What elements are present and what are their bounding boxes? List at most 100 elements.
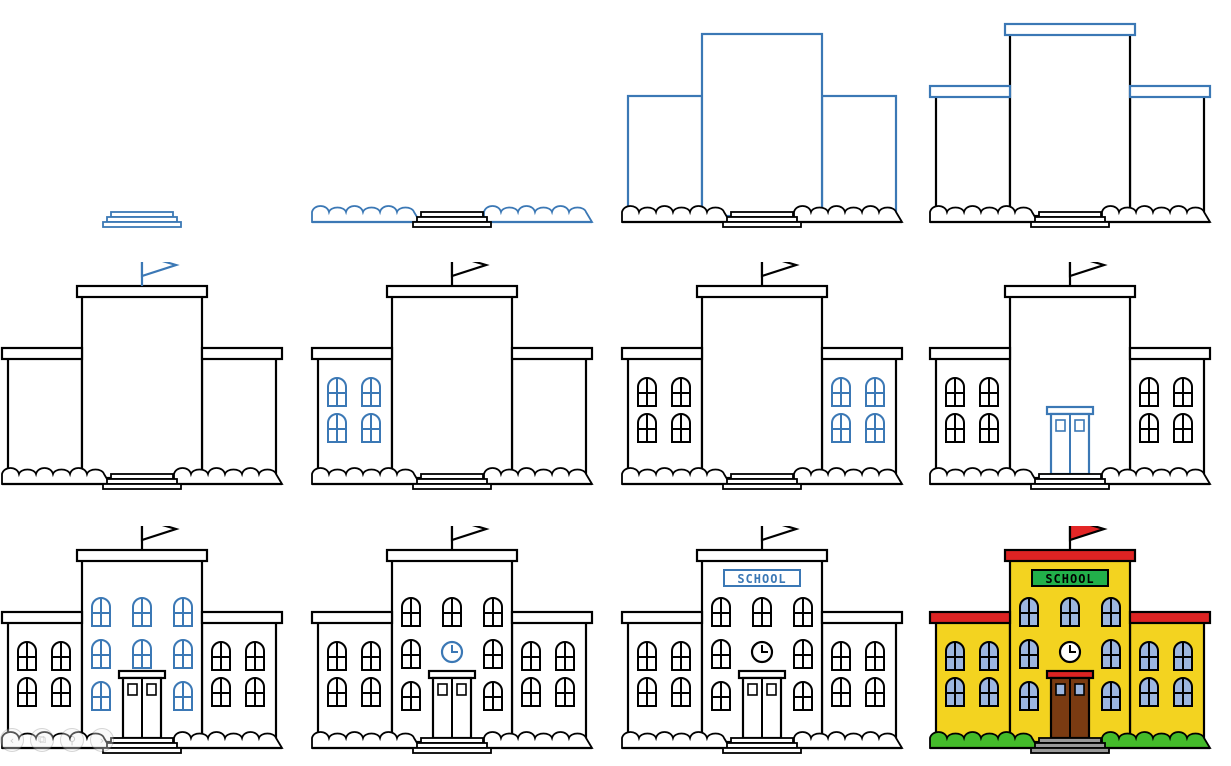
window-icon [831,641,851,671]
window-icon [979,413,999,443]
window-icon [793,639,813,669]
next-icon[interactable]: › [90,728,114,752]
window-icon [17,677,37,707]
window-icon [17,641,37,671]
window-icon [91,681,111,711]
window-icon [1139,377,1159,407]
step-10 [310,526,610,766]
window-icon [979,677,999,707]
window-icon [1019,597,1039,627]
hedge-bushes [1,467,284,486]
building-walls [934,294,1206,480]
roof-ledges [310,284,594,361]
entrance-steps [1030,737,1110,754]
entrance-steps [722,737,802,754]
school-sign: SCHOOL [723,569,801,587]
window-icon [1019,639,1039,669]
window-icon [1139,641,1159,671]
flag-icon [760,526,800,550]
flag-icon [760,262,800,286]
window-icon [671,677,691,707]
flag-icon [140,526,180,550]
window-icon [401,681,421,711]
window-icon [1101,681,1121,711]
window-icon [671,413,691,443]
window-icon [483,639,503,669]
prev-icon[interactable]: ‹ [0,728,24,752]
right-wing-windows [831,641,885,707]
window-icon [1173,641,1193,671]
flag-icon [1068,526,1108,550]
window-icon [361,641,381,671]
right-wing-windows [1139,641,1193,707]
window-icon [831,677,851,707]
left-wing-windows [637,641,691,707]
front-door [737,669,787,740]
window-icon [327,413,347,443]
right-wing-windows [521,641,575,707]
window-icon [637,641,657,671]
front-door [427,669,477,740]
step-11: SCHOOL [620,526,920,766]
center-windows [711,597,813,711]
window-icon [979,377,999,407]
front-door [117,669,167,740]
window-icon [91,597,111,627]
window-icon [979,641,999,671]
window-icon [442,597,462,627]
window-icon [711,597,731,627]
step-2 [310,0,610,240]
entrance-steps [102,473,182,490]
window-icon [555,677,575,707]
window-icon [865,641,885,671]
entrance-steps [102,211,182,228]
window-icon [51,641,71,671]
building-walls [934,558,1206,744]
copy-icon[interactable]: ⧉ [30,728,54,752]
clock-icon [440,640,464,664]
step-3 [620,0,920,240]
front-door [1045,669,1095,740]
window-icon [1173,377,1193,407]
window-icon [91,639,111,669]
entrance-steps [412,211,492,228]
window-icon [51,677,71,707]
building-walls [626,294,898,480]
window-icon [637,413,657,443]
window-icon [327,641,347,671]
window-icon [671,377,691,407]
clock-icon [1058,640,1082,664]
building-walls [934,32,1206,218]
zoom-icon[interactable]: ⚲ [60,728,84,752]
roof-ledges [310,548,594,625]
window-icon [793,597,813,627]
sign-label: SCHOOL [1045,572,1094,586]
flag-icon [450,262,490,286]
window-icon [1060,597,1080,627]
school-sign: SCHOOL [1031,569,1109,587]
window-icon [865,377,885,407]
window-icon [483,597,503,627]
window-icon [361,413,381,443]
entrance-steps [1030,211,1110,228]
window-icon [711,639,731,669]
flag-icon [450,526,490,550]
window-icon [945,377,965,407]
window-icon [945,641,965,671]
window-icon [1139,413,1159,443]
right-wing-windows [211,641,265,707]
hedge-bushes [311,205,594,224]
window-icon [211,641,231,671]
clock-icon [750,640,774,664]
window-icon [831,377,851,407]
window-icon [711,681,731,711]
step-1 [0,0,300,240]
building-walls [6,294,278,480]
step-8 [928,262,1228,502]
entrance-steps [722,211,802,228]
left-wing-windows [945,377,999,443]
roof-ledges [0,284,284,361]
window-icon [173,639,193,669]
front-door [1045,405,1095,476]
